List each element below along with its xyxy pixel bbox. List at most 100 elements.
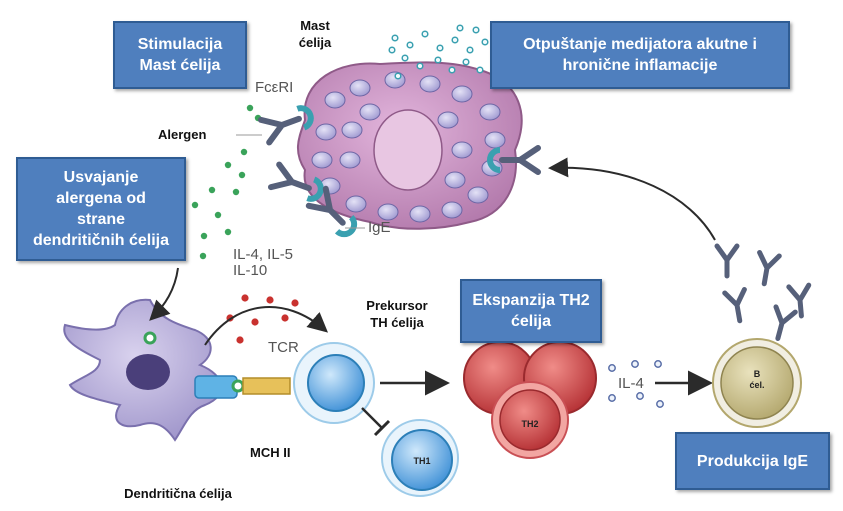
granule [409,205,431,223]
cytokine-dot [241,294,249,302]
mediator-dot [388,46,396,54]
ige-receptor-left-mid [267,161,324,202]
cytokine-dot [291,299,299,307]
allergen-dot [208,186,216,194]
mediator-dot [436,44,444,52]
cytokine-dot [251,318,259,326]
b-cell-to-mast-cell-arrow [548,157,716,241]
mediator-dot [391,34,399,42]
mediator-dot [481,38,489,46]
il4-dots [608,360,664,408]
mediator-dot [416,62,424,70]
b-cell-label: B ćel. [749,369,765,390]
mch-label: MCH II [250,445,291,460]
fceri-label: FcεRI [255,79,294,96]
granule [479,103,501,121]
precursor-label: Prekursor TH ćelija [366,298,428,330]
inhibition-bar [373,419,391,437]
allergen-dot [224,161,232,169]
ige-receptor-bottom [305,185,358,238]
granule [484,131,506,149]
mediator-dots [388,24,489,80]
il4-dot [636,392,644,400]
ige-receptor-right [487,145,541,175]
granule [437,111,459,129]
granule [315,123,337,141]
granule [451,85,473,103]
cytokine-dots [226,294,299,344]
cytokine-dot [281,314,289,322]
expansion-box: Ekspanzija TH2 ćelija [460,279,602,343]
allergen-on-dendritic-cell [143,331,157,345]
mediator-dot [456,24,464,32]
allergen-label: Alergen [158,127,207,142]
granule [451,141,473,159]
mediator-dot [394,72,402,80]
mediator-dot [434,56,442,64]
mediator-dot [476,66,484,74]
granule [341,121,363,139]
granule [467,186,489,204]
granule [377,203,399,221]
mediator-dot [421,30,429,38]
mediator-dot [466,46,474,54]
allergen-dot [191,201,199,209]
mediator-dot [401,54,409,62]
dendritic-to-precursor-arrow [204,306,329,346]
mediator-dot [406,41,414,49]
release-box: Otpuštanje medijatora akutne i hronične … [490,21,790,89]
ige-label: IgE [368,219,391,236]
allergen-dot [246,104,254,112]
precursor-to-th1-inhibition [361,407,383,429]
granule [359,103,381,121]
free-ige-antibodies [714,243,812,341]
tcr-receptor [242,377,291,395]
granule [339,151,361,169]
ige-receptor-left-top [257,105,314,146]
th1-label: TH1 [413,456,431,466]
granule [441,201,463,219]
granule [419,75,441,93]
dendritic-cell-label: Dendritična ćelija [124,486,232,501]
il4-dot [631,360,639,368]
allergen-dot [214,211,222,219]
stimulation-box: Stimulacija Mast ćelija [113,21,247,89]
free-ige-antibody [773,304,798,341]
cytokine-dot [266,296,274,304]
allergen-dot [199,252,207,260]
mediator-dot [451,36,459,44]
granule [444,171,466,189]
cytokine-dot [236,336,244,344]
allergen-dot [224,228,232,236]
tcr-label: TCR [268,339,299,356]
th2-cell-front-nucleus [499,389,561,451]
il4-label: IL-4 [618,375,644,392]
il4-dot [656,400,664,408]
il4-dot [608,364,616,372]
il4-dot [654,360,662,368]
dendritic-cell-nucleus [126,354,170,390]
precursor-th-nucleus [307,354,365,412]
granule [311,151,333,169]
allergen-dot [240,148,248,156]
production-box: Produkcija IgE [675,432,830,490]
granule [349,79,371,97]
mast-cell-label: Mast ćelija [298,18,332,50]
allergen-dot [200,232,208,240]
mediator-dot [448,66,456,74]
free-ige-antibody [714,243,740,279]
antigen-peptide [231,379,245,393]
free-ige-antibody [757,249,782,287]
allergen-dot [232,188,240,196]
free-ige-antibody [786,282,812,319]
granule [324,91,346,109]
uptake-box: Usvajanje alergena od strane dendritični… [16,157,186,261]
interleukins-label: IL-4, IL-5 IL-10 [233,246,294,279]
free-ige-antibody [722,286,747,324]
th1-nucleus [391,429,453,491]
th2-label: TH2 [521,419,539,429]
granule [345,195,367,213]
uptake-arrow [149,267,179,321]
